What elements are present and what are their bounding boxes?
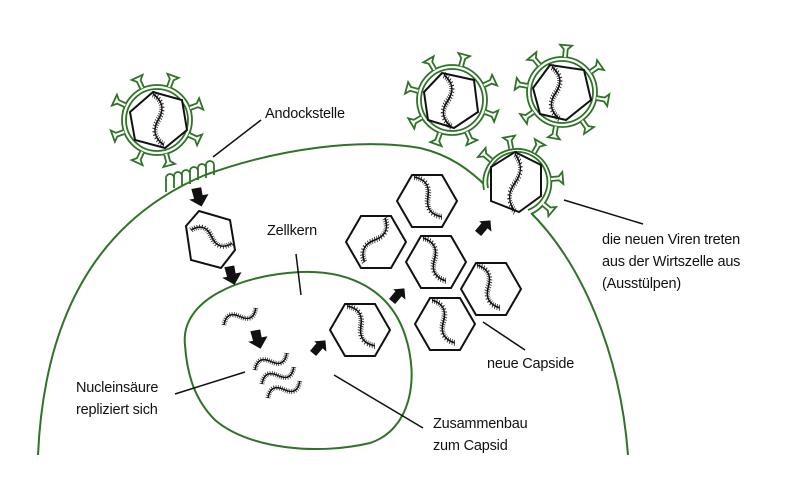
label-exit-line1: die neuen Viren treten — [602, 232, 741, 248]
label-new-capsids: neue Capside — [487, 356, 575, 372]
label-assembly-line1: Zusammenbau — [433, 416, 528, 432]
label-nucleic-acid-line1: Nucleinsäure — [76, 380, 159, 396]
arrow-icon — [222, 265, 242, 285]
virus-docking — [109, 72, 205, 168]
arrow-icon — [475, 220, 492, 237]
arrow-icon — [248, 329, 268, 349]
host-cell-membrane — [37, 143, 629, 456]
arrow-icon — [389, 288, 406, 305]
virus-released — [404, 52, 500, 148]
arrow-icon — [189, 187, 209, 207]
dna-strand — [252, 348, 289, 375]
dna-strand — [259, 362, 296, 389]
label-nucleus: Zellkern — [267, 223, 317, 239]
virus-released — [513, 43, 611, 141]
arrow-icon — [310, 340, 327, 357]
label-exit-line3: (Ausstülpen) — [602, 276, 681, 292]
dna-strand — [265, 376, 302, 403]
label-docking-site: Andockstelle — [265, 106, 345, 122]
label-assembly-line2: zum Capsid — [433, 438, 508, 454]
nucleus-membrane — [183, 270, 413, 451]
label-nucleic-acid-line2: repliziert sich — [76, 402, 158, 418]
capsid-entering — [184, 209, 235, 270]
virus-budding — [477, 134, 565, 218]
label-exit-line2: aus der Wirtszelle aus — [602, 254, 741, 270]
dna-strand — [221, 303, 258, 330]
new-capsids — [344, 174, 523, 351]
capsid-assembled — [328, 303, 392, 357]
docking-receptors — [165, 160, 215, 192]
leader-lines — [174, 119, 644, 429]
